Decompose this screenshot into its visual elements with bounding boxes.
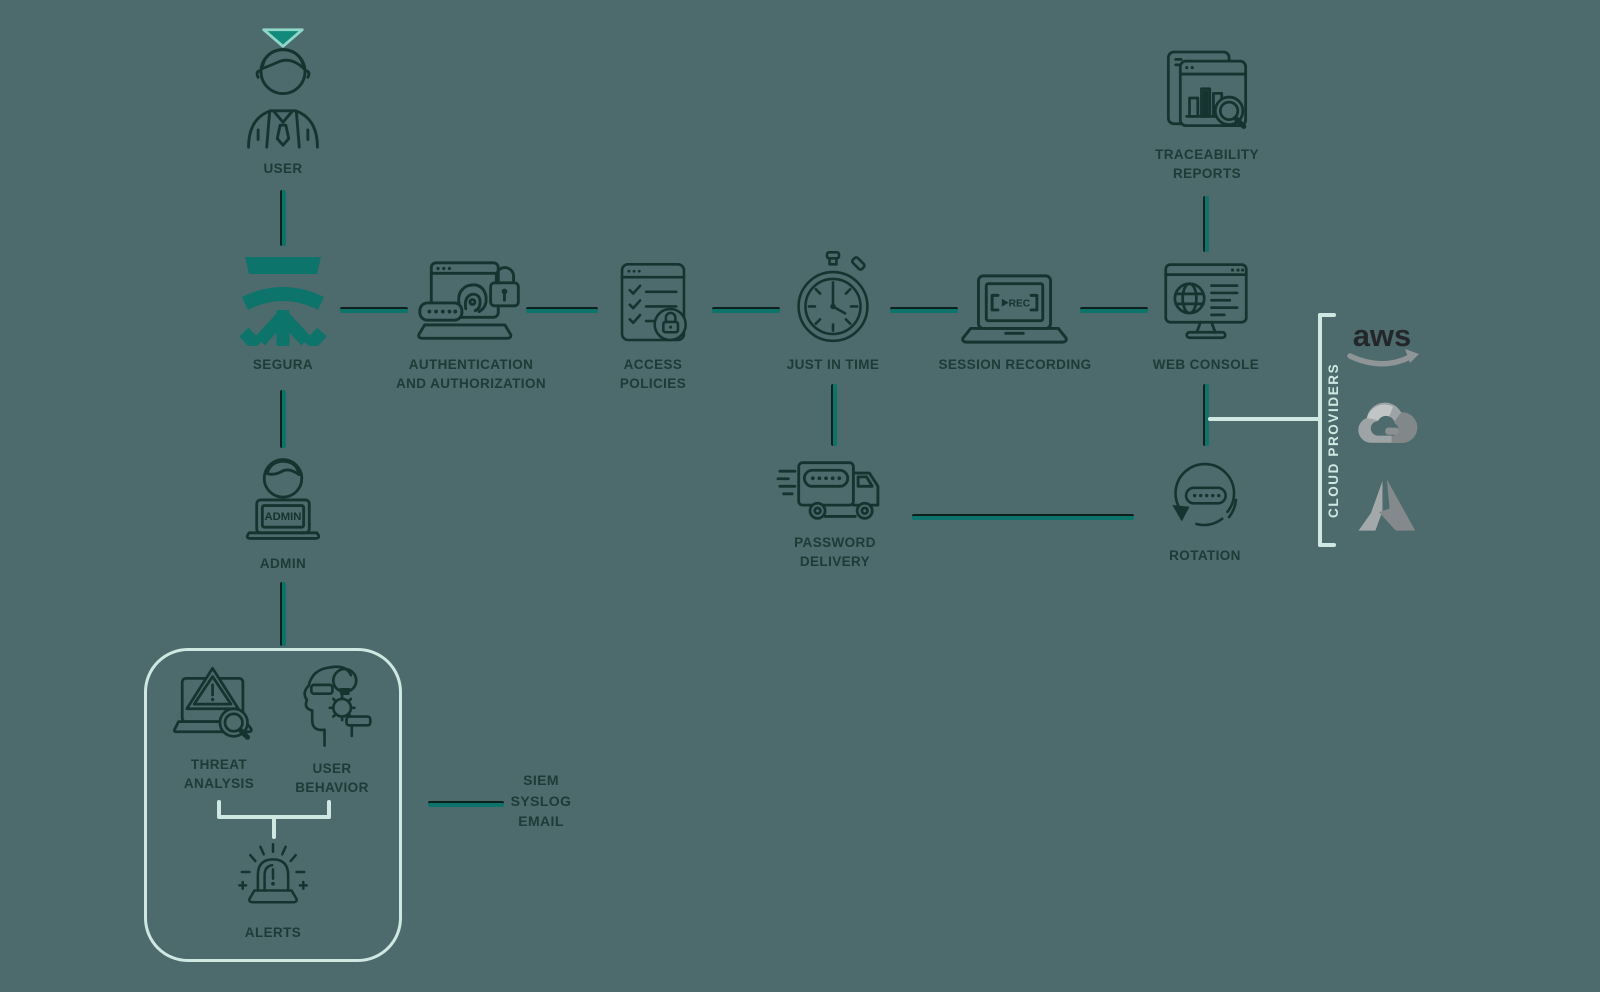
node-user: USER bbox=[223, 40, 343, 178]
node-label: SEGURA bbox=[252, 357, 314, 372]
connector-passworddelivery-rotation bbox=[912, 514, 1134, 520]
alerts-bracket-right-tick bbox=[327, 800, 331, 817]
google-cloud-logo bbox=[1358, 402, 1418, 443]
node-label: ROTATION bbox=[1169, 548, 1241, 563]
connector-jit-session bbox=[890, 307, 958, 313]
connector-access-jit bbox=[712, 307, 780, 313]
node-label: ALERTS bbox=[244, 925, 302, 940]
node-access-policies: ACCESS POLICIES bbox=[588, 260, 718, 393]
siem-syslog-email-label: SIEM SYSLOG EMAIL bbox=[510, 772, 572, 829]
alerts-icon bbox=[238, 842, 308, 904]
node-label: USER bbox=[263, 161, 303, 176]
authentication-icon bbox=[417, 261, 520, 340]
threat-analysis-icon bbox=[173, 666, 253, 740]
azure-logo bbox=[1358, 479, 1416, 531]
analytics-box bbox=[144, 648, 402, 962]
aws-logo-text: aws bbox=[1353, 318, 1412, 353]
admin-screen-text: ADMIN bbox=[265, 511, 302, 523]
user-icon bbox=[247, 48, 319, 149]
web-console-icon bbox=[1164, 263, 1248, 340]
connector-webconsole-rotation bbox=[1203, 384, 1209, 446]
node-just-in-time: JUST IN TIME bbox=[768, 248, 898, 374]
alerts-bracket-left-tick bbox=[217, 800, 221, 817]
connector-authentication-access bbox=[526, 307, 598, 313]
cloud-providers-bracket-cap-bottom bbox=[1318, 543, 1336, 547]
connector-user-segura bbox=[280, 190, 286, 246]
session-recording-icon: REC bbox=[961, 274, 1068, 344]
node-threat-analysis: THREAT ANALYSIS bbox=[164, 666, 274, 793]
aws-logo: aws bbox=[1347, 318, 1419, 367]
rotation-icon bbox=[1172, 462, 1238, 527]
stopwatch-icon bbox=[797, 250, 869, 343]
connector-traceability-webconsole bbox=[1203, 196, 1209, 252]
cloud-providers-bracket bbox=[1318, 313, 1322, 547]
connector-segura-admin bbox=[280, 390, 286, 448]
cloud-providers-bracket-cap-top bbox=[1318, 313, 1336, 317]
node-admin: ADMIN ADMIN bbox=[218, 453, 348, 573]
password-delivery-icon bbox=[776, 461, 880, 520]
node-label: ACCESS POLICIES bbox=[619, 357, 687, 391]
node-label: AUTHENTICATION AND AUTHORIZATION bbox=[395, 357, 547, 391]
node-traceability-reports: TRACEABILITY REPORTS bbox=[1137, 48, 1277, 183]
node-password-delivery: PASSWORD DELIVERY bbox=[770, 458, 900, 571]
access-policies-icon bbox=[620, 263, 687, 342]
connector-jit-passworddelivery bbox=[831, 384, 837, 446]
node-label: PASSWORD DELIVERY bbox=[794, 535, 876, 569]
node-alerts: ALERTS bbox=[218, 840, 328, 942]
segura-logo bbox=[239, 257, 327, 346]
cloud-providers-label: CLOUD PROVIDERS bbox=[1326, 362, 1341, 518]
node-authentication: AUTHENTICATION AND AUTHORIZATION bbox=[386, 258, 556, 393]
entry-pointer-triangle-icon bbox=[262, 28, 304, 48]
node-session-recording: REC SESSION RECORDING bbox=[920, 272, 1110, 374]
node-web-console: WEB CONSOLE bbox=[1131, 260, 1281, 374]
node-label: JUST IN TIME bbox=[786, 357, 880, 372]
user-behavior-icon bbox=[303, 665, 372, 747]
rec-screen-text: REC bbox=[1009, 299, 1031, 310]
node-label: TRACEABILITY REPORTS bbox=[1155, 147, 1259, 181]
admin-icon: ADMIN bbox=[245, 458, 321, 540]
node-label: USER BEHAVIOR bbox=[295, 761, 369, 795]
traceability-reports-icon bbox=[1166, 50, 1248, 130]
connector-session-webconsole bbox=[1080, 307, 1148, 313]
node-rotation: ROTATION bbox=[1140, 455, 1270, 565]
node-label: THREAT ANALYSIS bbox=[183, 757, 255, 791]
node-label: WEB CONSOLE bbox=[1152, 357, 1260, 372]
node-user-behavior: USER BEHAVIOR bbox=[277, 662, 387, 797]
connector-segura-authentication bbox=[340, 307, 408, 313]
connector-webconsole-cloudproviders bbox=[1208, 417, 1320, 421]
alerts-bracket-stem bbox=[272, 817, 276, 839]
node-label: SESSION RECORDING bbox=[938, 357, 1092, 372]
node-segura: SEGURA bbox=[218, 254, 348, 374]
connector-admin-analyticsbox bbox=[280, 582, 286, 646]
connector-analyticsbox-siem bbox=[428, 801, 504, 807]
node-label: ADMIN bbox=[259, 556, 307, 571]
